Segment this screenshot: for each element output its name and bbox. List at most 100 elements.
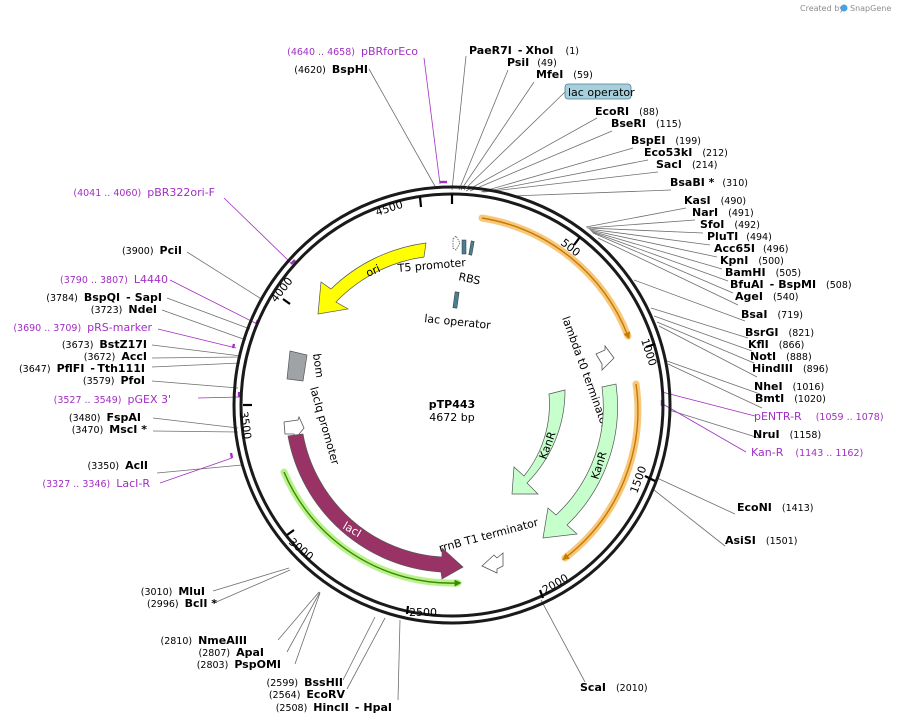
ruler-ticks <box>243 194 656 615</box>
plasmid-name: pTP443 <box>429 398 475 411</box>
tick-label-1000: 1000 <box>638 337 659 368</box>
feature-rrnb-t1[interactable] <box>481 552 504 574</box>
site-bspqi[interactable]: (3784)BspQI-SapI <box>46 291 162 304</box>
site-bsphi[interactable]: (4620)BspHI <box>294 63 368 76</box>
site-ndei[interactable]: (3723)NdeI <box>91 303 157 316</box>
site-bfuai[interactable]: BfuAI-BspMI(508) <box>730 278 852 291</box>
site-asisi[interactable]: AsiSI(1501) <box>725 534 797 547</box>
feature-lambda-t0[interactable] <box>595 344 615 371</box>
primer-kan-r[interactable]: Kan-R(1143 .. 1162) <box>751 446 863 459</box>
watermark-created-by: Created by <box>800 4 844 13</box>
feature-t5-label: T5 promoter <box>396 256 467 275</box>
feature-rbs-label: RBS <box>457 270 481 287</box>
site-nrui[interactable]: NruI(1158) <box>753 428 821 441</box>
tick-label-2000: 2000 <box>540 571 571 596</box>
site-bmti[interactable]: BmtI(1020) <box>755 392 826 405</box>
feature-laciq-promoter[interactable] <box>283 415 305 439</box>
primer-pgex-3[interactable]: (3527 .. 3549)pGEX 3' <box>54 393 171 406</box>
feature-laci[interactable] <box>287 433 464 580</box>
primer-prs-marker[interactable]: (3690 .. 3709)pRS-marker <box>13 321 152 334</box>
primer-leader-lines <box>157 57 756 484</box>
site-pluti[interactable]: PluTI(494) <box>707 230 772 243</box>
feature-kanr-2[interactable] <box>542 383 618 539</box>
orf-arc-lambda <box>481 217 630 340</box>
primer-labels: (4640 .. 4658)pBRforEco (4041 .. 4060)pB… <box>13 45 883 490</box>
site-bamhi[interactable]: BamHI(505) <box>725 266 801 279</box>
site-noti[interactable]: NotI(888) <box>750 350 812 363</box>
site-kfli[interactable]: KflI(866) <box>748 338 804 351</box>
feature-lac-operator[interactable] <box>452 291 460 309</box>
feature-bom-label: bom <box>310 353 326 379</box>
feature-kanr-1[interactable] <box>511 389 566 495</box>
site-labels-left: (2508)HincII-HpaI (2564)EcoRV (2599)BssH… <box>19 63 392 714</box>
feature-lac-operator-box[interactable] <box>564 83 632 100</box>
site-bspei[interactable]: BspEI(199) <box>631 134 701 147</box>
site-bsabi[interactable]: BsaBI *(310) <box>670 176 748 189</box>
feature-lac-operator-label: lac operator <box>424 312 492 332</box>
primer-pbr322ori-f[interactable]: (4041 .. 4060)pBR322ori-F <box>73 186 215 199</box>
tick-label-2500: 2500 <box>409 606 437 619</box>
site-agei[interactable]: AgeI(540) <box>735 290 799 303</box>
plasmid-length: 4672 bp <box>429 411 474 424</box>
site-nari[interactable]: NarI(491) <box>692 206 754 219</box>
feature-kanr-1-label: KanR <box>537 430 559 461</box>
site-fspai[interactable]: (3480)FspAI <box>69 411 141 424</box>
site-nhei[interactable]: NheI(1016) <box>754 380 824 393</box>
site-hincii[interactable]: (2508)HincII-HpaI <box>276 701 392 714</box>
site-pfoi[interactable]: (3579)PfoI <box>83 374 145 387</box>
site-bseri[interactable]: BseRI(115) <box>611 117 682 130</box>
site-bcli[interactable]: (2996)BclI * <box>147 597 217 610</box>
site-acci[interactable]: (3672)AccI <box>84 350 147 363</box>
site-ecori[interactable]: EcoRI(88) <box>595 105 659 118</box>
snapgene-watermark: Created by SnapGene <box>800 4 891 13</box>
site-psii[interactable]: PsiI(49) <box>507 56 557 69</box>
site-mfei[interactable]: MfeI(59) <box>536 68 593 81</box>
site-eco53ki[interactable]: Eco53kI(212) <box>644 146 728 159</box>
site-saci[interactable]: SacI(214) <box>656 158 718 171</box>
site-kasi[interactable]: KasI(490) <box>684 194 746 207</box>
feature-t5-promoter[interactable] <box>452 235 461 251</box>
site-bsai[interactable]: BsaI(719) <box>741 308 803 321</box>
watermark-app: SnapGene <box>850 4 891 13</box>
features: ori T5 promoter RBS lac operator lambda … <box>283 83 635 580</box>
snapgene-logo-icon <box>840 4 848 12</box>
primer-laci-r[interactable]: (3327 .. 3346)LacI-R <box>42 477 150 490</box>
site-bsrgi[interactable]: BsrGI(821) <box>745 326 814 339</box>
site-sfoi[interactable]: SfoI(492) <box>700 218 760 231</box>
site-msci[interactable]: (3470)MscI * <box>72 423 148 436</box>
orf-arc-kanr <box>562 383 639 561</box>
site-acli[interactable]: (3350)AclI <box>88 459 149 472</box>
site-scai[interactable]: ScaI(2010) <box>580 681 648 694</box>
site-paer7i[interactable]: PaeR7I-XhoI(1) <box>469 44 579 57</box>
site-bstz17i[interactable]: (3673)BstZ17I <box>62 338 147 351</box>
site-bsshii[interactable]: (2599)BssHII <box>267 676 343 689</box>
site-apai[interactable]: (2807)ApaI <box>199 646 265 659</box>
site-pspomi[interactable]: (2803)PspOMI <box>197 658 281 671</box>
feature-lac-operator-box-label: lac operator <box>568 86 635 99</box>
primer-pentr-r[interactable]: pENTR-R(1059 .. 1078) <box>754 410 884 423</box>
site-leader-lines <box>151 55 763 701</box>
feature-ori[interactable] <box>317 242 427 315</box>
plasmid-title: pTP443 4672 bp <box>429 398 475 424</box>
site-ecorv[interactable]: (2564)EcoRV <box>269 688 346 701</box>
feature-lac-operator-small[interactable] <box>461 239 467 255</box>
primer-pbrforeco[interactable]: (4640 .. 4658)pBRforEco <box>287 45 418 58</box>
feature-bom[interactable] <box>286 350 308 382</box>
site-nmeaiii[interactable]: (2810)NmeAIII <box>160 634 247 647</box>
site-mlui[interactable]: (3010)MluI <box>141 585 205 598</box>
site-econi[interactable]: EcoNI(1413) <box>737 501 813 514</box>
site-pcii[interactable]: (3900)PciI <box>122 244 182 257</box>
site-hindiii[interactable]: HindIII(896) <box>752 362 829 375</box>
feature-ori-label: ori <box>364 262 382 280</box>
feature-rrnb-label: rrnB T1 terminator <box>437 516 540 555</box>
tick-label-3500: 3500 <box>237 411 254 441</box>
feature-rbs[interactable] <box>468 240 475 256</box>
orf-arcs <box>280 214 642 587</box>
site-labels: PaeR7I-XhoI(1) PsiI(49) MfeI(59) EcoRI(8… <box>469 44 852 694</box>
primer-l4440[interactable]: (3790 .. 3807)L4440 <box>60 273 168 286</box>
site-kpni[interactable]: KpnI(500) <box>720 254 784 267</box>
site-pflfi[interactable]: (3647)PflFI-Tth111I <box>19 362 145 375</box>
site-acc65i[interactable]: Acc65I(496) <box>714 242 789 255</box>
feature-laciq-label: lacIq promoter <box>307 385 342 467</box>
